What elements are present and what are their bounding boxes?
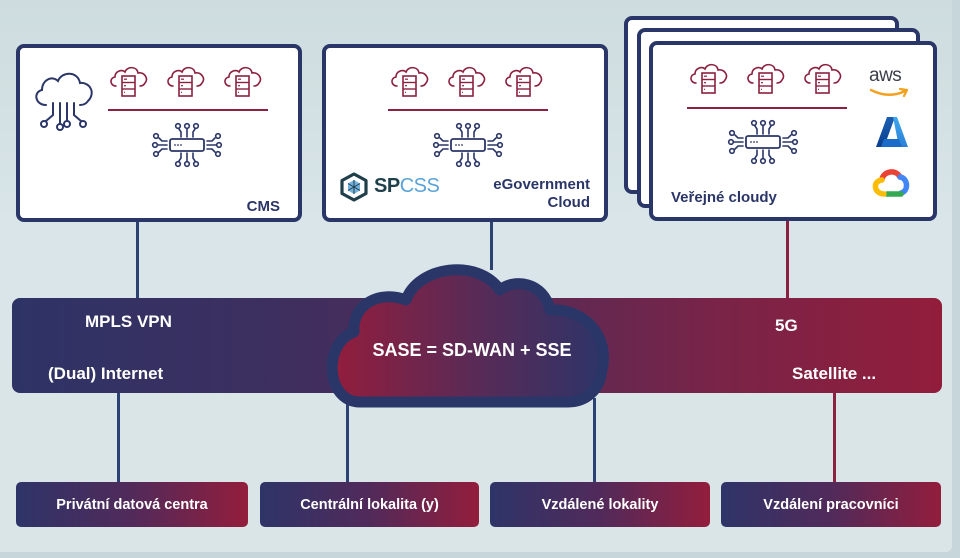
destination-central-sites: Centrální lokalita (y) <box>260 482 479 527</box>
spcss-logo-sp: SP <box>374 175 400 197</box>
spcss-logo-text: SPCSS <box>374 175 440 198</box>
connector-public-cloud <box>786 220 789 300</box>
cloud-server-icon <box>388 62 432 98</box>
satellite-label: Satellite ... <box>792 364 877 383</box>
network-switch-icon <box>718 117 808 167</box>
aws-logo-text: aws <box>869 65 902 86</box>
cloud-server-icon <box>744 59 788 95</box>
azure-logo-icon <box>876 117 908 147</box>
cms-label: CMS <box>246 198 280 215</box>
network-switch-icon <box>142 120 232 170</box>
divider-line <box>108 109 268 111</box>
egov-label-line2: Cloud <box>547 194 591 211</box>
sase-cloud: SASE = SD-WAN + SSE <box>318 252 618 417</box>
connector-private-dc <box>117 392 120 484</box>
divider-line <box>687 107 847 109</box>
connector-remote-workers <box>833 392 836 484</box>
mpls-vpn-label: MPLS VPN <box>85 312 172 331</box>
sase-label: SASE = SD-WAN + SSE <box>372 340 572 360</box>
public-cloud-panel: Veřejné cloudy aws <box>649 41 937 221</box>
cloud-network-icon <box>35 72 93 131</box>
egov-label-line1: eGovernment <box>493 176 590 193</box>
spcss-logo-icon <box>340 172 368 202</box>
connector-cms <box>136 220 139 300</box>
cloud-server-icon <box>445 62 489 98</box>
connector-egov <box>490 220 493 270</box>
egov-panel: SPCSS eGovernment Cloud <box>322 44 608 222</box>
dual-internet-label: (Dual) Internet <box>48 364 164 383</box>
cms-panel: CMS <box>16 44 302 222</box>
cloud-server-icon <box>164 62 208 98</box>
google-cloud-logo-icon <box>872 169 910 197</box>
sase-cloud-shape <box>326 264 609 408</box>
network-switch-icon <box>423 120 513 170</box>
5g-label: 5G <box>775 316 798 335</box>
divider-line <box>388 109 548 111</box>
connector-remote-sites <box>593 398 596 484</box>
destination-private-datacenters: Privátní datová centra <box>16 482 248 527</box>
connector-central <box>346 398 349 484</box>
destination-remote-workers: Vzdálení pracovníci <box>721 482 941 527</box>
cloud-server-icon <box>107 62 151 98</box>
cloud-server-icon <box>687 59 731 95</box>
egov-label: eGovernment Cloud <box>493 176 590 212</box>
cloud-server-icon <box>221 62 265 98</box>
spcss-logo-css: CSS <box>399 175 440 197</box>
cloud-server-icon <box>801 59 845 95</box>
public-cloud-label: Veřejné cloudy <box>671 189 777 206</box>
cloud-server-icon <box>502 62 546 98</box>
destination-remote-sites: Vzdálené lokality <box>490 482 710 527</box>
aws-smile-icon <box>869 87 909 98</box>
